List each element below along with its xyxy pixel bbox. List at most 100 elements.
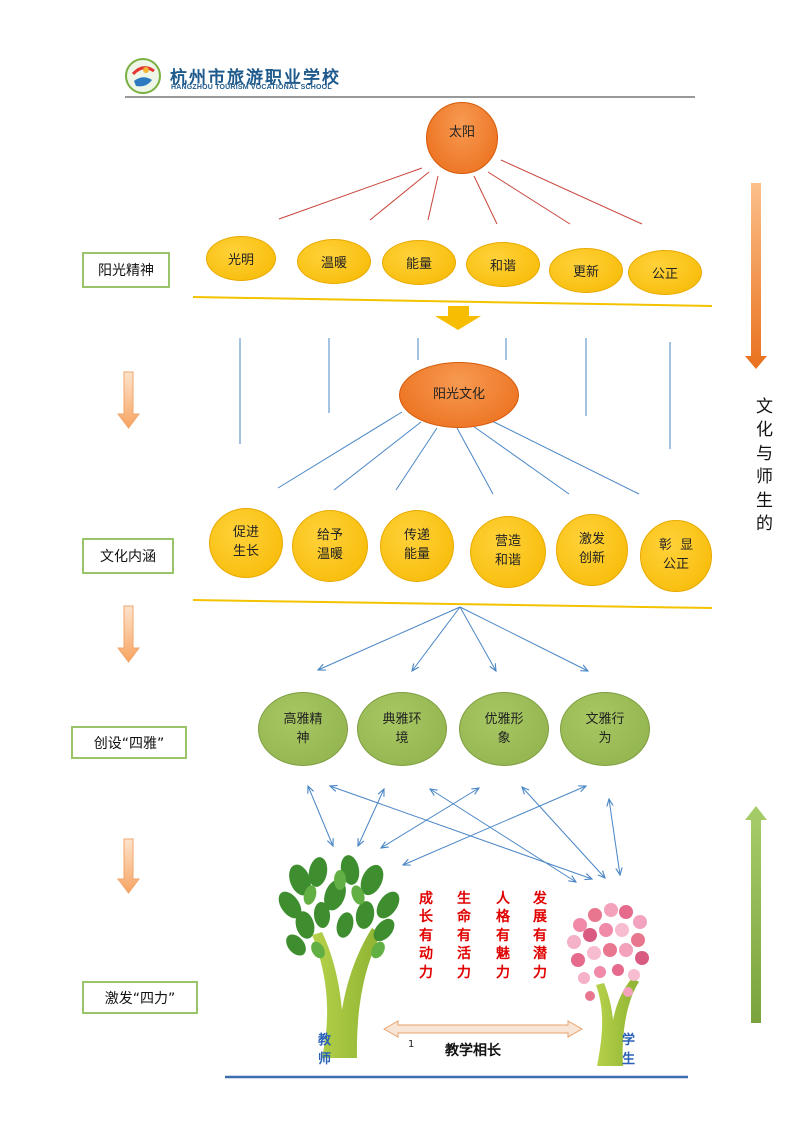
power-1-char-5: 力 — [419, 964, 433, 981]
label-sunshine-spirit: 阳光精神 — [82, 252, 170, 288]
culture-node: 阳光文化 — [399, 362, 519, 428]
connotation-node-2-line2: 温暖 — [316, 547, 343, 562]
elegance-node-4-line1: 文雅行 — [585, 711, 625, 727]
right-text-char-4: 师 — [756, 467, 773, 488]
school-name-en: HANGZHOU TOURISM VOCATIONAL SCHOOL — [171, 84, 332, 91]
label-culture-connotation: 文化内涵 — [82, 538, 174, 574]
culture-fan-lines — [277, 411, 640, 495]
connotation-node-4-line1: 营造 — [494, 534, 521, 550]
spirit-node-1: 光明 — [206, 236, 276, 281]
school-logo-icon — [125, 58, 161, 94]
power-1-char-1: 成 — [419, 891, 433, 907]
connotation-node-3-line1: 传递 — [403, 528, 430, 544]
right-text-char-6: 的 — [756, 514, 773, 535]
student-label: 学 生 — [622, 1032, 635, 1070]
elegance-node-1: 高雅精 神 — [258, 692, 348, 766]
power-column-1: 成 长 有 动 力 — [419, 890, 433, 982]
power-4-char-1: 发 — [533, 891, 547, 907]
connotation-node-6-line1: 彰 显 — [658, 538, 694, 554]
power-column-4: 发 展 有 潜 力 — [533, 890, 547, 982]
elegance-node-1-line2: 神 — [296, 731, 310, 746]
down-arrow-main — [435, 306, 481, 330]
right-green-up-arrow — [745, 806, 767, 1023]
connotation-node-3-line2: 能量 — [403, 547, 430, 562]
sun-rays — [278, 159, 643, 225]
left-down-arrow-1 — [117, 371, 140, 429]
power-4-char-3: 有 — [533, 927, 547, 944]
elegance-node-3-line2: 象 — [497, 731, 511, 746]
power-4-char-5: 力 — [533, 964, 547, 981]
left-down-arrow-3 — [117, 838, 140, 894]
elegance-node-4: 文雅行 为 — [560, 692, 650, 766]
teacher-label-char-1: 教 — [318, 1033, 332, 1048]
page-number: 1 — [408, 1039, 415, 1050]
power-2-char-4: 活 — [457, 946, 471, 963]
student-label-char-1: 学 — [622, 1033, 636, 1048]
right-text-char-3: 与 — [756, 443, 773, 464]
power-3-char-1: 人 — [496, 891, 510, 907]
elegance-node-2: 典雅环 境 — [357, 692, 447, 766]
spirit-node-2: 温暖 — [297, 239, 371, 284]
sun-node: 太阳 — [426, 102, 498, 174]
connotation-node-4: 营造 和谐 — [470, 516, 546, 588]
connotation-node-1-line2: 生长 — [232, 544, 259, 559]
label-four-powers: 激发“四力” — [82, 981, 198, 1014]
connotation-node-5-line2: 创新 — [578, 551, 605, 566]
spirit-node-6: 公正 — [628, 250, 702, 295]
label-four-elegance: 创设“四雅” — [71, 726, 187, 759]
student-label-char-2: 生 — [622, 1051, 636, 1067]
power-2-char-1: 生 — [457, 891, 471, 907]
elegance-node-3-line1: 优雅形 — [484, 711, 524, 727]
connotation-node-4-line2: 和谐 — [494, 553, 521, 568]
spirit-node-4: 和谐 — [466, 242, 540, 287]
right-text-char-2: 化 — [756, 420, 773, 441]
connotation-node-2-line1: 给予 — [316, 528, 343, 544]
elegance-node-1-line1: 高雅精 — [283, 711, 323, 727]
power-1-char-3: 有 — [419, 927, 433, 944]
cross-arrows — [308, 786, 620, 882]
power-column-2: 生 命 有 活 力 — [457, 890, 471, 982]
elegance-node-2-line1: 典雅环 — [382, 711, 422, 727]
connotation-node-5-line1: 激发 — [578, 532, 605, 548]
teacher-tree-icon — [278, 855, 400, 1058]
spirit-node-3: 能量 — [382, 240, 456, 285]
right-text-char-1: 文 — [756, 397, 773, 417]
elegance-fan-arrows — [318, 606, 588, 671]
connotation-node-6-line2: 公正 — [662, 557, 689, 572]
teacher-label-char-2: 师 — [318, 1051, 332, 1067]
elegance-node-3: 优雅形 象 — [459, 692, 549, 766]
connotation-node-3: 传递 能量 — [380, 510, 454, 582]
mutual-growth-label: 教学相长 — [445, 1043, 501, 1059]
connotation-node-1: 促进 生长 — [209, 508, 283, 578]
spirit-node-5: 更新 — [549, 248, 623, 293]
separator-2 — [192, 599, 713, 609]
connotation-node-2: 给予 温暖 — [292, 510, 368, 582]
power-4-char-4: 潜 — [533, 946, 547, 963]
separator-1 — [192, 296, 713, 307]
power-1-char-4: 动 — [419, 946, 433, 963]
right-orange-down-arrow — [745, 183, 767, 369]
power-1-char-2: 长 — [419, 909, 433, 926]
elegance-node-4-line2: 为 — [598, 731, 612, 746]
power-2-char-2: 命 — [457, 909, 471, 926]
power-column-3: 人 格 有 魅 力 — [496, 890, 510, 982]
school-name-cn: 杭州市旅游职业学校 — [170, 68, 341, 88]
elegance-node-2-line2: 境 — [395, 731, 409, 746]
student-tree-icon — [567, 903, 649, 1066]
connotation-node-1-line1: 促进 — [232, 525, 259, 541]
power-4-char-2: 展 — [533, 909, 547, 926]
power-3-char-3: 有 — [496, 927, 510, 944]
right-text-char-5: 生 — [756, 490, 773, 511]
power-2-char-5: 力 — [457, 964, 471, 981]
connotation-node-5: 激发 创新 — [556, 514, 628, 586]
mutual-growth-arrow — [382, 1020, 584, 1038]
power-3-char-5: 力 — [496, 964, 510, 981]
teacher-label: 教 师 — [318, 1032, 331, 1070]
power-3-char-2: 格 — [496, 909, 510, 926]
power-3-char-4: 魅 — [496, 946, 510, 963]
connotation-node-6: 彰 显 公正 — [640, 520, 712, 592]
blue-vertical-lines — [239, 338, 671, 449]
power-2-char-3: 有 — [457, 927, 471, 944]
left-down-arrow-2 — [117, 605, 140, 663]
